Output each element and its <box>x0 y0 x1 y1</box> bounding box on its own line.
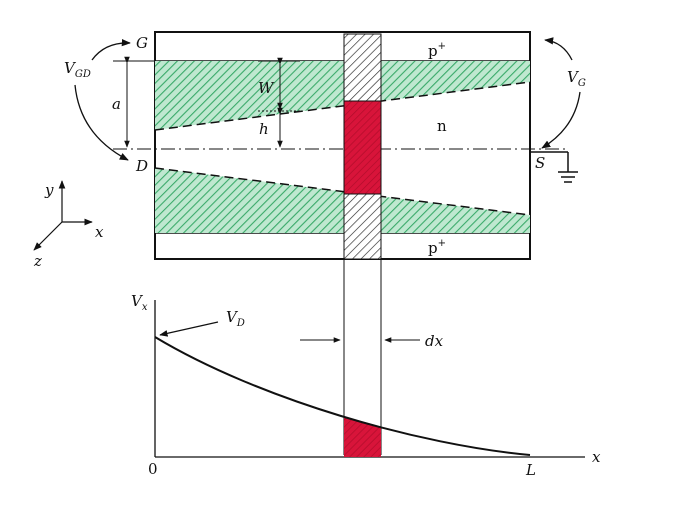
bottom-depletion-region <box>155 168 530 233</box>
label-axis-x: x <box>95 223 104 241</box>
bottom-depletion-edge <box>154 167 531 216</box>
vgd-arrow-to-d <box>74 84 129 161</box>
vg-arrow-to-source <box>541 91 581 149</box>
label-plot-dx: dx <box>425 332 444 350</box>
vgd-arrow-to-g <box>91 39 131 61</box>
vg-arrow-to-gate <box>544 37 573 61</box>
top-depletion-edge <box>154 81 531 131</box>
label-p-bottom: p+ <box>428 238 446 257</box>
plot-potential-curve <box>154 336 531 456</box>
label-vgd: VGD <box>64 59 91 80</box>
plot-vd-pointer <box>159 321 219 337</box>
label-source: S <box>535 154 545 172</box>
label-dim-w: W <box>258 79 275 97</box>
axis-z-arrow <box>33 221 63 251</box>
label-plot-x: x <box>592 448 601 466</box>
label-dim-a: a <box>112 95 121 113</box>
label-axis-y: y <box>44 181 54 199</box>
top-depletion-region <box>155 61 530 130</box>
label-plot-L: L <box>525 461 536 479</box>
label-plot-vx: Vx <box>131 292 148 313</box>
label-n-region: n <box>437 117 447 135</box>
label-gate: G <box>136 34 148 52</box>
label-p-top: p+ <box>428 41 446 60</box>
plot-slice-red <box>344 416 381 457</box>
label-dim-h: h <box>259 120 269 138</box>
label-drain: D <box>135 157 148 175</box>
label-vg: VG <box>567 68 586 89</box>
label-axis-z: z <box>33 252 42 270</box>
label-plot-vd: VD <box>226 308 245 329</box>
label-plot-origin: 0 <box>148 460 158 478</box>
slice-channel-red <box>343 100 382 195</box>
